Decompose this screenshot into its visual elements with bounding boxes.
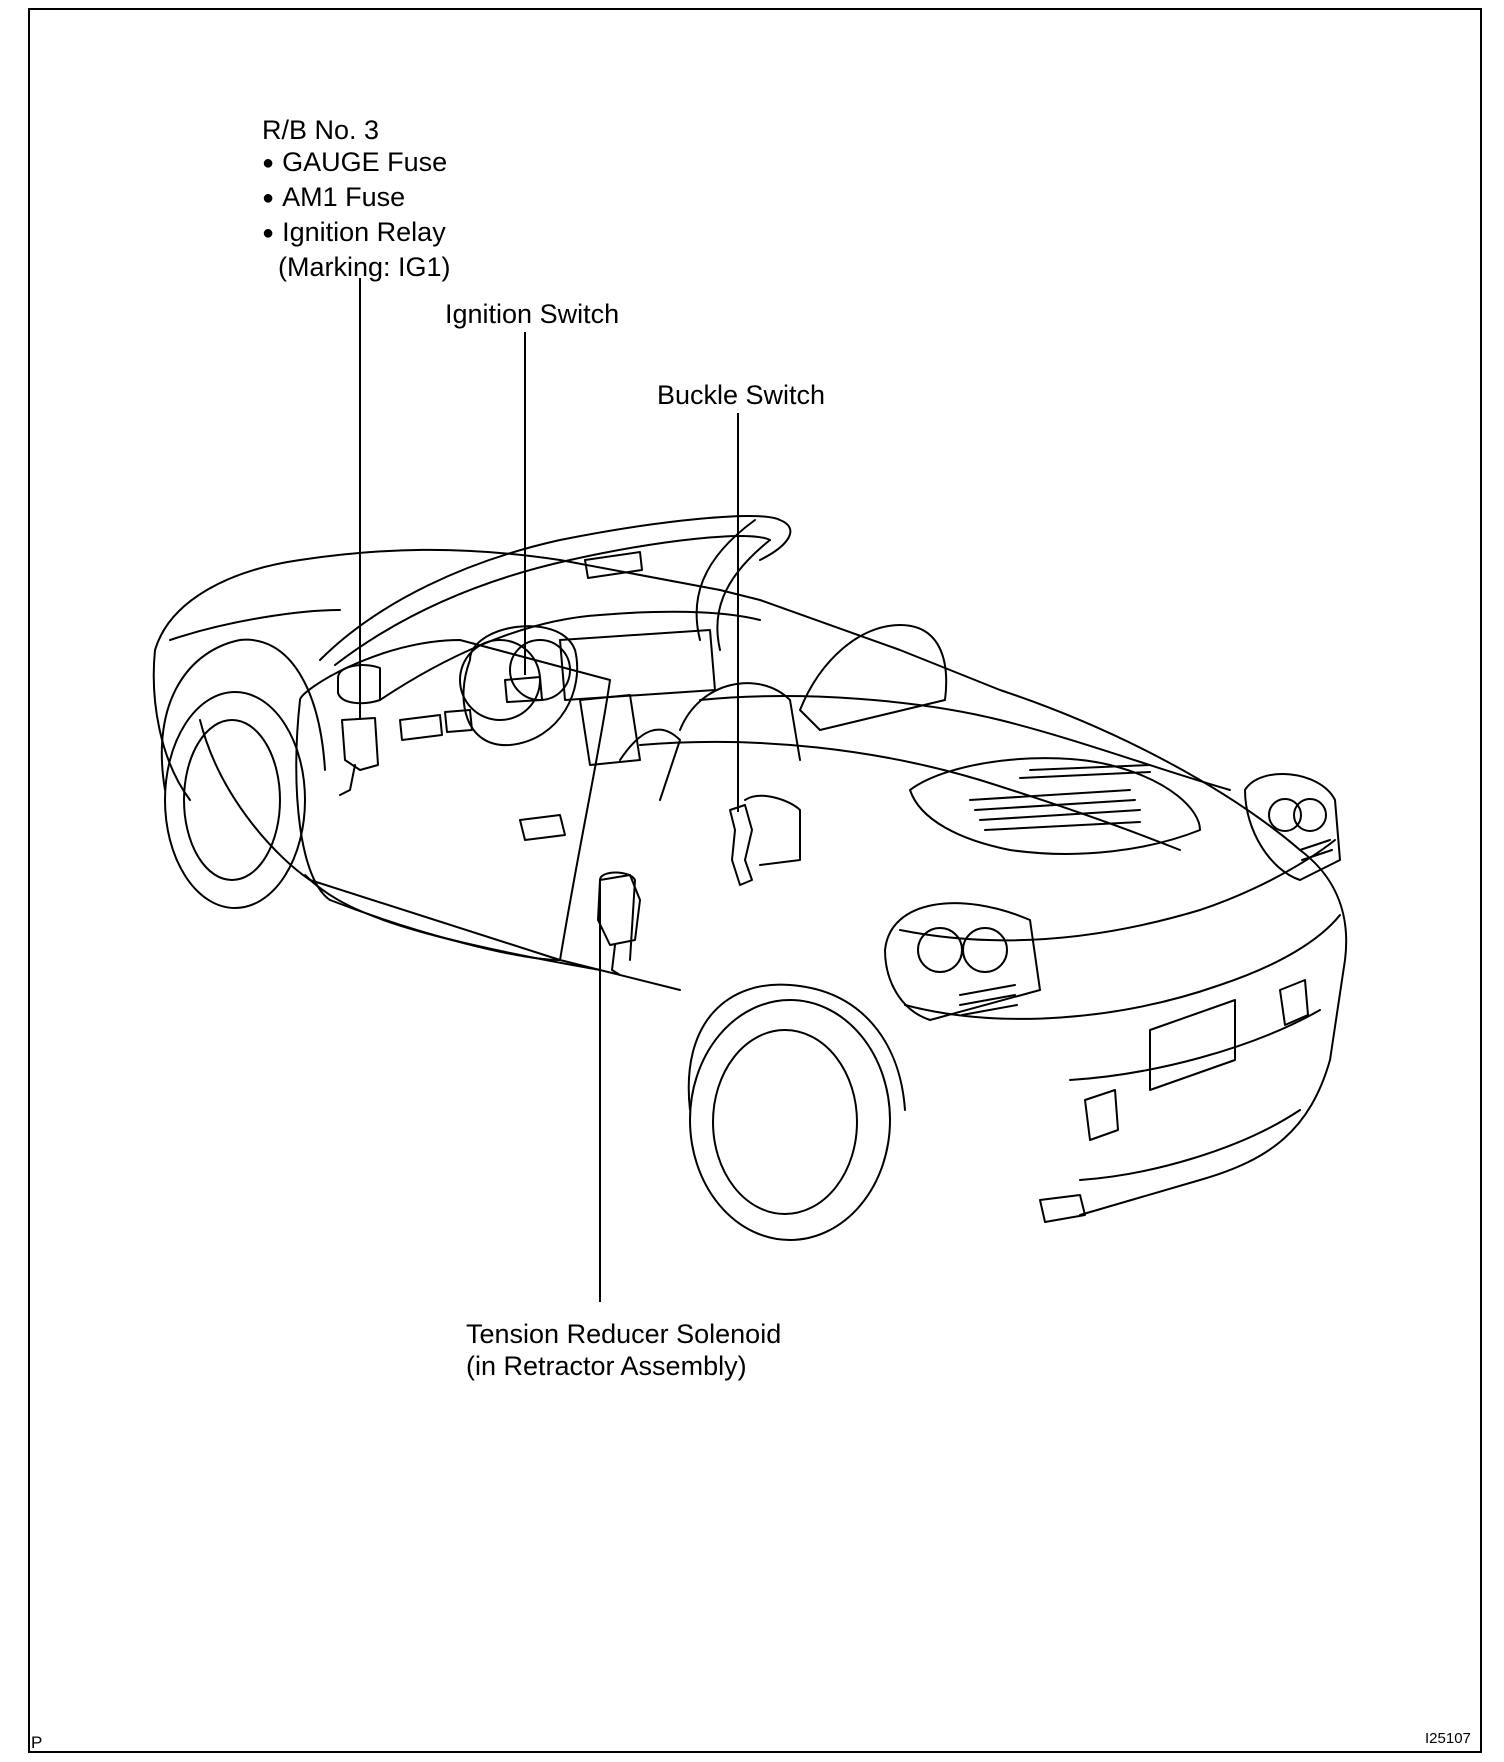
figure-id: I25107 xyxy=(1425,1730,1471,1747)
rear-left-wheel xyxy=(687,983,906,1241)
buckle-switch-label: Buckle Switch xyxy=(657,380,826,410)
leader-lines xyxy=(359,278,739,1302)
rb-title: R/B No. 3 xyxy=(262,115,380,145)
ig1-marking-note: (Marking: IG1) xyxy=(278,252,451,282)
right-tail-light xyxy=(1244,773,1341,881)
retractor-component xyxy=(597,874,641,946)
solenoid-line-1: Tension Reducer Solenoid xyxy=(466,1319,782,1349)
corner-mark-left: P xyxy=(31,1733,43,1752)
windshield-frame xyxy=(319,515,792,666)
gauge-fuse-item: GAUGE Fuse xyxy=(262,146,451,181)
ignition-relay-item: Ignition Relay xyxy=(262,216,451,251)
left-tail-light xyxy=(884,902,1041,1021)
relay-block-label: R/B No. 3 GAUGE Fuse AM1 Fuse Ignition R… xyxy=(262,114,451,283)
steering-wheel xyxy=(462,625,579,747)
diagram-frame xyxy=(28,8,1482,1753)
relay-block-component xyxy=(341,717,379,771)
am1-fuse-item: AM1 Fuse xyxy=(262,181,451,216)
front-left-wheel xyxy=(160,638,326,909)
driver-door xyxy=(295,639,636,961)
tension-reducer-solenoid-label: Tension Reducer Solenoid (in Retractor A… xyxy=(466,1318,781,1382)
buckle-switch-component xyxy=(729,804,753,886)
engine-deck xyxy=(909,757,1201,855)
car-body xyxy=(152,548,1348,1223)
seat xyxy=(619,624,948,801)
solenoid-line-2: (in Retractor Assembly) xyxy=(466,1351,747,1381)
ignition-switch-label: Ignition Switch xyxy=(445,299,620,329)
